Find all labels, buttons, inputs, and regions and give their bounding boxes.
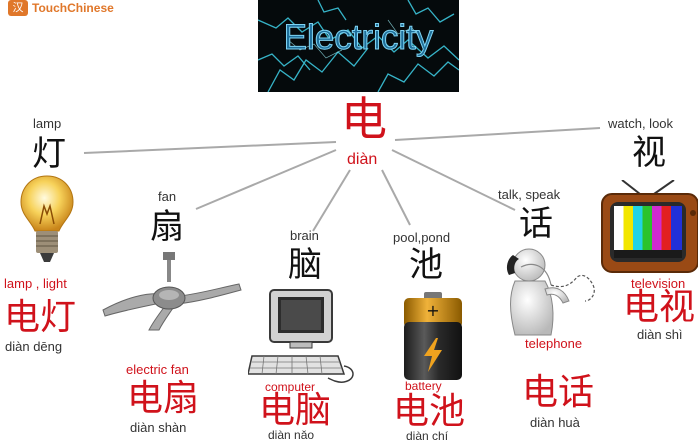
character-fan: 扇 [150,207,184,247]
compound-lamp: 电灯 [4,297,77,338]
character-brain: 脑 [288,245,322,285]
battery-icon: + [404,292,462,380]
meaning-lamp: lamp [33,116,62,131]
ceiling-fan-icon [102,252,242,331]
connector-pool [381,169,411,226]
light-bulb-icon [20,175,74,262]
compound-fan: 电扇 [127,378,200,419]
compound-pinyin-pool: diàn chí [406,429,449,443]
center-character: 电 [341,92,387,146]
compound-meaning-talk: telephone [525,336,583,351]
connector-lamp [83,141,337,154]
banner-title: Electricity [283,18,434,58]
compound-pinyin-watch: diàn shì [637,327,683,342]
connector-fan [195,149,337,210]
television-icon [601,180,698,273]
compound-pinyin-brain: diàn nǎo [268,428,315,442]
lightning-background [258,0,459,92]
character-lamp: 灯 [32,134,66,174]
compound-meaning-fan: electric fan [126,362,189,377]
meaning-brain: brain [290,228,319,243]
connector-brain [312,169,351,232]
brand-name: TouchChinese [32,1,114,15]
compound-meaning-pool: battery [405,379,442,393]
telephone-figure-icon [506,248,595,336]
connector-watch [394,127,601,141]
character-talk: 话 [519,204,553,244]
meaning-talk: talk, speak [498,187,561,202]
svg-text:+: + [426,301,439,320]
electricity-banner: Electricity [258,0,459,92]
compound-meaning-brain: computer [265,380,316,394]
brand-logo: 汉 TouchChinese [8,0,114,16]
meaning-fan: fan [158,189,177,204]
compound-pinyin-talk: diàn huà [530,415,580,430]
brand-seal-icon: 汉 [8,0,28,16]
compound-pool: 电池 [393,391,466,432]
center-pinyin: diàn [347,151,378,168]
meaning-watch: watch, look [608,116,674,131]
compound-talk: 电话 [522,372,595,413]
compound-watch: 电视 [623,287,696,328]
compound-meaning-watch: television [631,276,686,291]
compound-meaning-lamp: lamp , light [4,276,67,291]
compound-brain: 电脑 [259,390,332,431]
character-watch: 视 [632,133,666,173]
compound-pinyin-lamp: diàn dēng [5,339,63,354]
computer-icon [248,289,354,383]
connector-talk [391,149,516,211]
meaning-pool: pool,pond [393,230,451,245]
compound-pinyin-fan: diàn shàn [130,420,187,435]
character-pool: 池 [409,245,443,285]
